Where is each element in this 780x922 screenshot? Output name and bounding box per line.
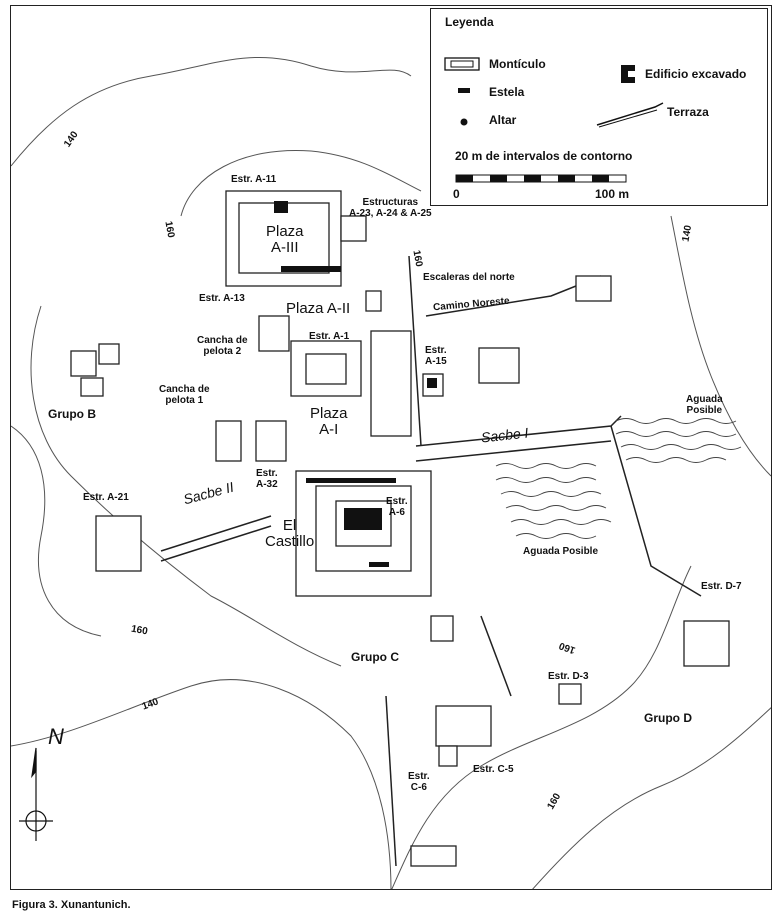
excavated-a3-band: [281, 266, 341, 272]
contour-160-southeast: [532, 707, 771, 889]
aguada-wave-mid-5: [510, 519, 612, 525]
legend-box: Leyenda Montículo Estela Altar Edificio …: [430, 8, 768, 206]
north-arrow-graphic: [19, 747, 53, 841]
causeway-c-1: [385, 695, 397, 867]
sacbe-2-south-edge: [160, 525, 272, 562]
sacbe-1-south-edge: [415, 440, 612, 462]
structure-ne-2: [575, 275, 612, 302]
legend-excavated-label: Edificio excavado: [645, 67, 747, 81]
label-plaza-a2: Plaza A-II: [286, 300, 351, 317]
label-grupo-b: Grupo B: [48, 407, 96, 421]
label-estr-a13: Estr. A-13: [199, 293, 245, 304]
structure-a-ii-sw: [365, 290, 382, 312]
legend-title: Leyenda: [445, 15, 494, 29]
label-plaza-a3: Plaza A-III: [266, 223, 304, 256]
label-estr-a1: Estr. A-1: [309, 331, 350, 342]
contour-160-mid: [180, 149, 422, 217]
label-estr-a6: Estr. A-6: [386, 496, 408, 518]
legend-altar-label: Altar: [489, 113, 517, 127]
excavated-a32-band: [306, 478, 396, 483]
structure-a1-top: [305, 353, 347, 385]
map-drawing: [11, 56, 771, 889]
aguada-wave-ne-1: [615, 418, 737, 424]
excavated-a6-grid: [344, 508, 382, 530]
aguada-wave-mid-3: [500, 491, 602, 497]
structure-a2-north: [370, 330, 412, 437]
legend-scale-bar: [455, 174, 627, 183]
legend-stela-label: Estela: [489, 85, 525, 99]
label-estr-a15: Estr. A-15: [425, 345, 447, 367]
north-arrow-letter: N: [48, 724, 64, 749]
label-grupo-c: Grupo C: [351, 650, 399, 664]
aguada-wave-ne-3: [620, 444, 742, 450]
structure-ballcourt-1b: [255, 420, 287, 462]
legend-terrace-label: Terraza: [667, 105, 709, 119]
structure-a13: [258, 315, 290, 352]
contour-140-east: [670, 215, 771, 477]
sacbe-2-north-edge: [160, 515, 272, 552]
causeway-c-2: [480, 615, 512, 697]
label-estr-a11: Estr. A-11: [231, 174, 277, 185]
aguada-wave-mid-6: [515, 533, 597, 539]
figure-caption: Figura 3. Xunantunich.: [12, 899, 131, 911]
label-estr-a21: Estr. A-21: [83, 492, 129, 503]
site-map: 140 160 160 140 160 140 160 160 Estr. A-…: [10, 5, 772, 890]
label-plaza-a1: Plaza A-I: [310, 405, 348, 438]
legend-scale-end: 100 m: [595, 187, 630, 201]
label-aguada-posible-ne: Aguada Posible: [686, 394, 723, 416]
label-estructuras-a23-a25: Estructuras A-23, A-24 & A-25: [349, 197, 432, 219]
label-el-castillo: El Castillo: [265, 517, 315, 550]
structure-ballcourt-1a: [215, 420, 242, 462]
label-estr-d3: Estr. D-3: [548, 671, 589, 682]
label-grupo-d: Grupo D: [644, 711, 692, 725]
aguada-wave-mid-4: [505, 505, 607, 511]
group-b-mound-3: [80, 377, 104, 397]
label-aguada-posible-mid: Aguada Posible: [523, 546, 599, 557]
contour-160-south: [391, 565, 692, 889]
structure-c-court: [435, 705, 492, 747]
structure-c5: [438, 745, 458, 767]
structure-a11-inner: [238, 202, 330, 274]
structure-ne-1: [478, 347, 520, 384]
aguada-wave-mid-1: [495, 463, 597, 469]
legend-stela-icon: [458, 88, 470, 93]
label-estr-c5: Estr. C-5: [473, 764, 514, 775]
aguada-wave-ne-2: [615, 431, 737, 437]
legend-mound-icon: [444, 57, 480, 71]
contour-140-southwest: [11, 679, 392, 889]
structure-a25: [340, 215, 367, 242]
label-estr-a32: Estr. A-32: [256, 468, 278, 490]
structure-a21: [95, 515, 142, 572]
legend-contour-note: 20 m de intervalos de contorno: [455, 149, 633, 163]
excavated-castillo-south: [369, 562, 389, 567]
contour-140-north: [11, 56, 412, 167]
label-estr-c6: Estr. C-6: [408, 771, 430, 793]
aguada-wave-ne-4: [625, 457, 727, 463]
excavated-a11: [274, 201, 288, 213]
legend-scale-start: 0: [453, 187, 460, 201]
label-escaleras-del-norte: Escaleras del norte: [423, 272, 515, 283]
structure-group-c-w: [430, 615, 454, 642]
label-cancha-pelota-2: Cancha de pelota 2: [197, 335, 248, 357]
label-cancha-pelota-1: Cancha de pelota 1: [159, 384, 210, 406]
legend-altar-icon: [460, 118, 468, 126]
aguada-wave-mid-2: [495, 477, 597, 483]
legend-terrace-icon: [596, 102, 664, 128]
legend-mound-label: Montículo: [489, 57, 546, 71]
structure-d7: [683, 620, 730, 667]
group-b-mound-2: [98, 343, 120, 365]
legend-excavated-icon: [621, 65, 635, 83]
northern-stair-line: [408, 255, 422, 447]
excavated-a15-mark: [427, 378, 437, 388]
group-b-mound-1: [70, 350, 97, 377]
label-estr-d7: Estr. D-7: [701, 581, 742, 592]
sacbe-1-east-run: [610, 425, 702, 597]
structure-d3: [558, 683, 582, 705]
structure-south-end: [410, 845, 457, 867]
contour-edge-west: [11, 425, 102, 637]
